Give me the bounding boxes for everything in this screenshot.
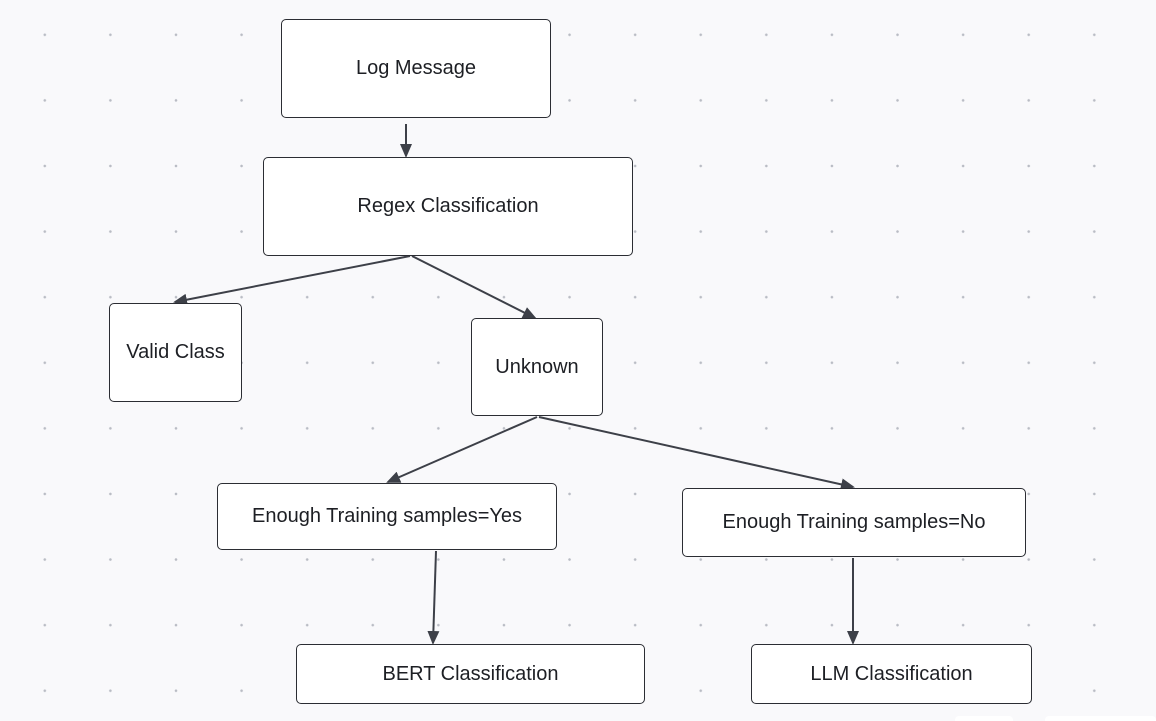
edge-unknown-to-no (538, 416, 855, 491)
node-log-message[interactable]: Log Message (281, 19, 551, 118)
edge-yes-to-bert (427, 550, 440, 645)
node-label: Log Message (355, 57, 477, 79)
bottom-edge-control (955, 716, 1013, 721)
node-label: Enough Training samples=Yes (252, 505, 522, 527)
node-label: BERT Classification (382, 662, 559, 685)
node-label: Regex Classification (357, 195, 539, 217)
edge-unknown-to-yes (386, 416, 538, 483)
node-regex-classification[interactable]: Regex Classification (263, 157, 633, 256)
node-bert-classification[interactable]: BERT Classification (296, 644, 645, 704)
node-label: Unknown (495, 355, 579, 378)
node-label: Valid Class (126, 341, 225, 363)
edge-regex-to-valid (173, 255, 411, 306)
node-unknown[interactable]: Unknown (471, 318, 603, 416)
node-enough-samples-yes[interactable]: Enough Training samples=Yes (217, 483, 557, 550)
node-valid-class[interactable]: Valid Class (109, 303, 242, 402)
node-label: LLM Classification (810, 662, 973, 685)
bottom-edge-control (1045, 716, 1156, 721)
node-llm-classification[interactable]: LLM Classification (751, 644, 1032, 704)
edge-regex-to-unknown (411, 255, 537, 319)
node-enough-samples-no[interactable]: Enough Training samples=No (682, 488, 1026, 557)
node-label: Enough Training samples=No (722, 511, 986, 533)
